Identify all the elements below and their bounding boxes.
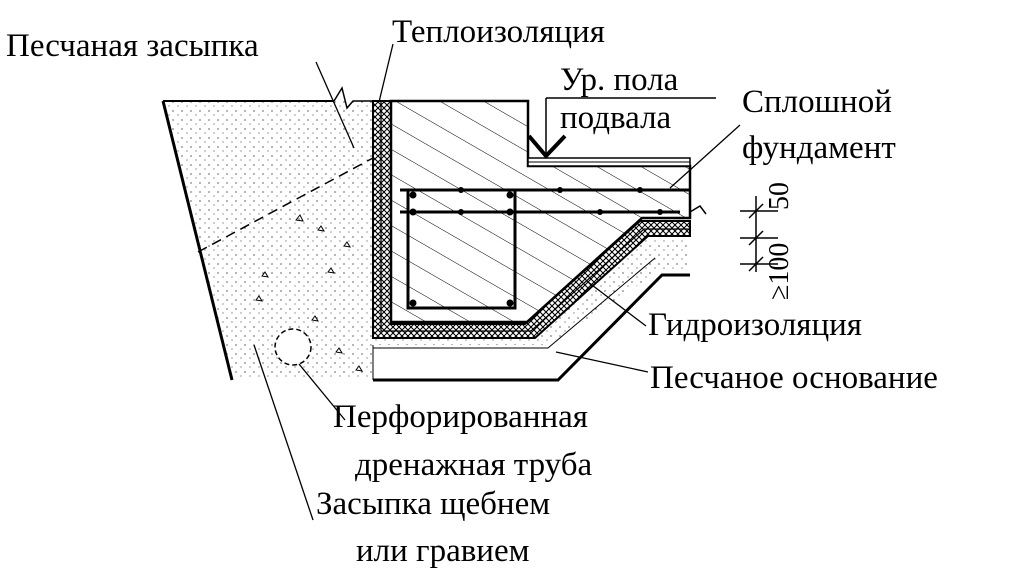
label-gravel-line2: или гравием (356, 533, 530, 569)
label-drain-line1: Перфорированная (333, 399, 588, 435)
drain-pipe (274, 328, 312, 366)
label-drain-line2: дренажная труба (355, 447, 593, 483)
waterproofing-line (380, 101, 690, 332)
sand-base-top (373, 257, 656, 349)
label-sand-backfill: Песчаная засыпка (6, 28, 259, 64)
label-slab-line1: Сплошной (742, 84, 892, 120)
excavation-slope (161, 100, 234, 381)
sand-base-outline (373, 273, 690, 382)
label-waterproofing: Гидроизоляция (648, 307, 862, 343)
dimension-50: 50 (764, 182, 795, 210)
sand-gravel-boundary (197, 157, 374, 253)
sand-base (373, 238, 690, 345)
label-floor-level-line1: Ур. пола (560, 62, 679, 98)
label-sand-base: Песчаное основание (650, 360, 938, 396)
label-floor-level-line2: подвала (560, 100, 672, 136)
label-slab-line2: фундамент (742, 130, 896, 166)
label-insulation: Теплоизоляция (392, 14, 605, 50)
dimension-marks (740, 196, 778, 272)
label-gravel-line1: Засыпка щебнем (316, 486, 551, 522)
slab-break-mark (689, 205, 707, 215)
leader-lines (253, 43, 741, 521)
rebar-dots (409, 187, 663, 307)
dimension-100: ≥100 (764, 242, 795, 300)
floor-level-mark (527, 134, 567, 159)
ground-break-mark (333, 86, 373, 110)
excavation-fill (163, 101, 373, 380)
gravel-marks (255, 214, 363, 372)
